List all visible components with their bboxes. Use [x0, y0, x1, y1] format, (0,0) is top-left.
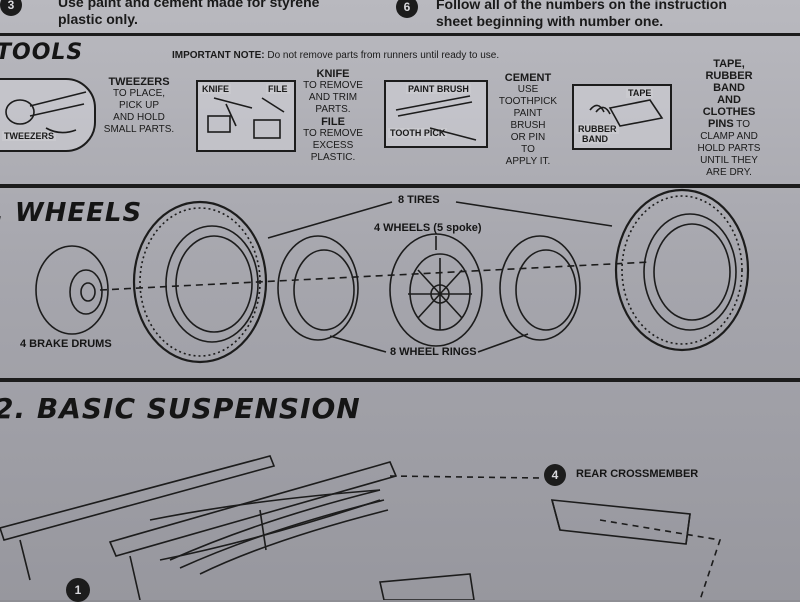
brush-pick-icon — [395, 95, 477, 141]
tweezers-line4: SMALL PARTS. — [103, 124, 175, 135]
tape-heading-line6: PINS — [707, 118, 734, 130]
file-line3: PLASTIC. — [310, 152, 356, 163]
knife-heading: KNIFE — [316, 68, 350, 80]
tape-icon — [589, 99, 664, 127]
header-divider — [0, 33, 800, 36]
step-6-line2: sheet beginning with number one. — [436, 13, 664, 29]
tire-left-icon — [132, 200, 268, 364]
cement-line6: TO — [521, 144, 535, 155]
tape-line1: TO — [736, 119, 750, 130]
brake-drums-callout: 4 BRAKE DRUMS — [20, 338, 112, 350]
tape-line5: ARE DRY. — [706, 167, 752, 178]
tires-leader — [267, 201, 613, 239]
tire-right-icon — [614, 188, 750, 352]
cement-line1: USE — [517, 84, 539, 95]
tweezers-line1: TO PLACE, — [112, 88, 166, 99]
step-6-badge: 6 — [396, 0, 418, 18]
tweezers-box-label: TWEEZERS — [2, 131, 57, 141]
wheel-ring-right-icon — [499, 235, 581, 341]
tape-instruction-line0: PINS TO — [684, 118, 774, 131]
wheel-rings-callout: 8 WHEEL RINGS — [390, 346, 477, 358]
wheel-ring-left-icon — [277, 235, 359, 341]
tweezers-heading: TWEEZERS — [108, 76, 170, 88]
tweezers-illustration: TWEEZERS — [0, 78, 96, 152]
wheels-callout: 4 WHEELS (5 spoke) — [374, 222, 482, 234]
wheels-title: . WHEELS — [0, 198, 143, 228]
wheel-spoke-icon — [389, 233, 483, 347]
step-6-text: Follow all of the numbers on the instruc… — [436, 0, 727, 30]
tools-title: TOOLS — [0, 40, 84, 65]
file-box-label: FILE — [266, 84, 290, 94]
rings-leader — [329, 333, 529, 353]
cement-line7: APPLY IT. — [505, 156, 551, 167]
tape-instructions: TAPE, RUBBER BAND AND CLOTHES PINS TO CL… — [684, 58, 774, 179]
step-3-line1: Use paint and cement made for styrene — [58, 0, 320, 10]
tweezers-icon — [5, 91, 87, 134]
important-note: IMPORTANT NOTE: Do not remove parts from… — [172, 50, 499, 61]
tape-box-label: TAPE — [626, 88, 654, 98]
frame-rail-icon — [0, 455, 398, 600]
cement-illustration: PAINT BRUSH TOOTH PICK — [384, 80, 488, 148]
suspension-title: 2. BASIC SUSPENSION — [0, 392, 361, 425]
tape-line4: UNTIL THEY — [700, 155, 758, 166]
tape-illustration: TAPE RUBBER BAND — [572, 84, 672, 150]
assembly-guide — [389, 475, 722, 600]
step-6-line1: Follow all of the numbers on the instruc… — [436, 0, 727, 12]
tape-heading-line5: CLOTHES — [702, 106, 756, 118]
file-line1: TO REMOVE — [303, 128, 363, 139]
wheels-divider-top — [0, 184, 800, 188]
file-heading: FILE — [321, 116, 345, 128]
cement-line5: OR PIN — [510, 132, 546, 143]
tape-heading-line2: RUBBER — [705, 70, 753, 82]
band-box-label: BAND — [580, 134, 610, 144]
tires-callout: 8 TIRES — [398, 194, 440, 206]
step-1-badge: 1 — [66, 578, 90, 602]
knife-line1: TO REMOVE — [303, 80, 363, 91]
paint-brush-box-label: PAINT BRUSH — [406, 84, 471, 94]
step-4-badge: 4 — [544, 464, 566, 486]
important-note-text: Do not remove parts from runners until r… — [267, 50, 500, 61]
tape-heading-line3: BAND — [713, 82, 745, 94]
knife-line2: AND TRIM — [308, 92, 358, 103]
cement-line3: PAINT — [513, 108, 543, 119]
step-3-text: Use paint and cement made for styrene pl… — [58, 0, 319, 28]
tweezers-instructions: TWEEZERS TO PLACE, PICK UP AND HOLD SMAL… — [98, 76, 180, 136]
tape-line3: HOLD PARTS — [697, 143, 761, 154]
step-3-line2: plastic only. — [58, 11, 138, 27]
tape-heading-line4: AND — [717, 94, 741, 106]
brake-drum-icon — [35, 245, 109, 335]
file-line2: EXCESS — [312, 140, 354, 151]
knife-line3: PARTS. — [315, 104, 351, 115]
tooth-pick-box-label: TOOTH PICK — [388, 128, 448, 138]
tape-line2: CLAMP AND — [700, 131, 758, 142]
cement-line2: TOOTHPICK — [498, 96, 558, 107]
cement-line4: BRUSH — [510, 120, 546, 131]
assembly-axis — [99, 261, 651, 291]
knife-box-label: KNIFE — [200, 84, 231, 94]
tweezers-line2: PICK UP — [118, 100, 159, 111]
cement-instructions: CEMENT USE TOOTHPICK PAINT BRUSH OR PIN … — [490, 72, 566, 168]
leaf-spring-icon — [169, 489, 389, 575]
rubber-box-label: RUBBER — [576, 124, 619, 134]
suspension-divider-top — [0, 378, 800, 382]
crossmember-part-icon — [379, 573, 475, 600]
tweezers-line3: AND HOLD — [113, 112, 165, 123]
rear-crossmember-label: REAR CROSSMEMBER — [576, 468, 699, 480]
knife-file-instructions: KNIFE TO REMOVE AND TRIM PARTS. FILE TO … — [296, 68, 370, 164]
step-3-badge: 3 — [0, 0, 22, 16]
rear-crossmember-icon — [550, 499, 691, 545]
important-note-label: IMPORTANT NOTE: — [172, 50, 265, 61]
tape-heading-line1: TAPE, — [713, 58, 745, 70]
knife-file-icon — [207, 97, 285, 139]
cement-heading: CEMENT — [504, 72, 552, 84]
